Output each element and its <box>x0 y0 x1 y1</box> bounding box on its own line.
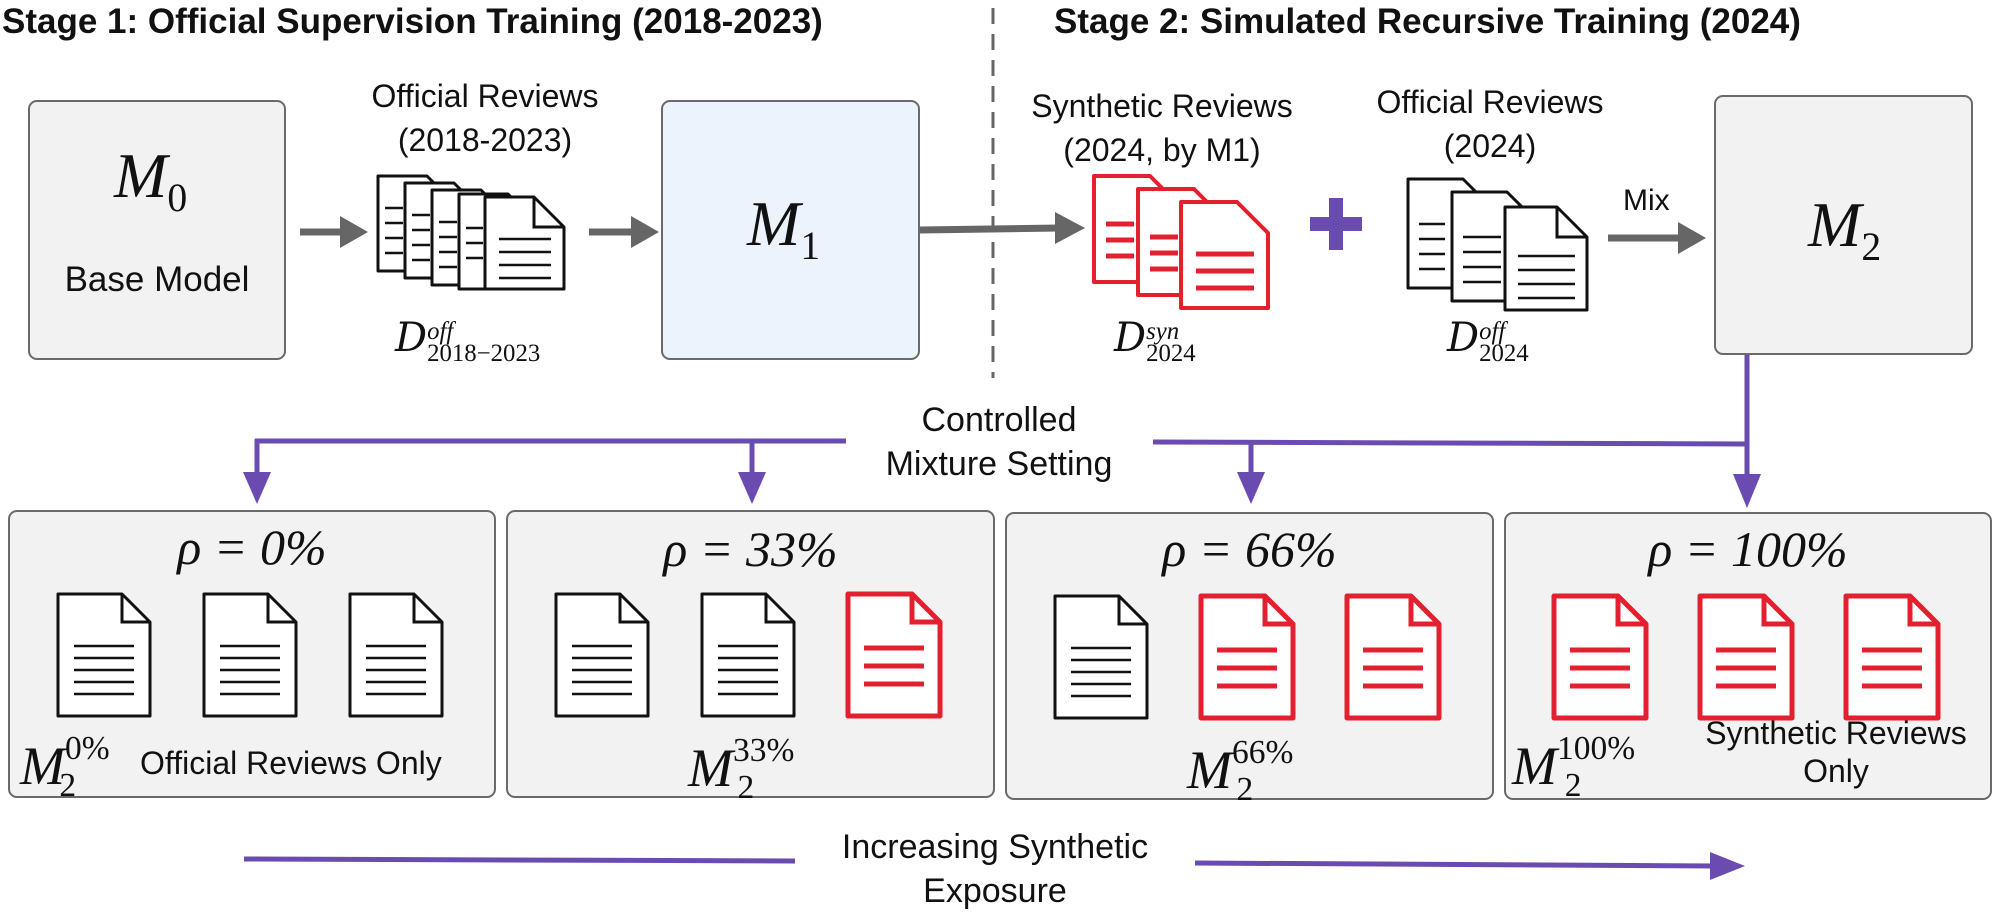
rho-label: ρ = 100% <box>1648 521 1848 577</box>
arrow-mix-to-m2-head <box>1678 222 1706 254</box>
m1-symbol: M1 <box>747 188 821 268</box>
panel-caption: Official Reviews Only <box>140 745 442 781</box>
base-model-label: Base Model <box>64 260 250 299</box>
synthetic-doc-icon <box>1198 593 1296 721</box>
official-2018-doc-stack <box>375 173 575 291</box>
m0-box: M0 Base Model <box>28 100 286 360</box>
model-label: M66%2 <box>1187 734 1294 808</box>
model-label: M0%2 <box>20 730 110 804</box>
official-2024-doc-icons <box>1406 177 1589 312</box>
stage2-title: Stage 2: Simulated Recursive Training (2… <box>1054 2 1801 41</box>
m1-box: M1 <box>661 100 920 360</box>
official-doc-icon <box>1053 594 1149 720</box>
rho-label: ρ = 66% <box>1162 521 1337 577</box>
exposure-arrowhead <box>1710 852 1745 880</box>
mix-label: Mix <box>1623 184 1670 217</box>
synthetic-doc-icon <box>1551 593 1649 721</box>
official-doc-icon <box>56 592 152 718</box>
m2-box: M2 <box>1714 95 1973 355</box>
synthetic-doc-icon <box>1843 593 1941 721</box>
arrow-m1-to-synthetic <box>919 224 1061 234</box>
official-doc-icon <box>348 592 444 718</box>
m2-symbol: M2 <box>1808 189 1882 269</box>
drop-arrowhead-66 <box>1237 472 1265 504</box>
official-doc-icon <box>554 592 650 718</box>
m0-symbol: M0 <box>114 140 188 220</box>
official-doc-icon <box>202 592 298 718</box>
synthetic-2024-label: Synthetic Reviews (2024, by M1) <box>1031 88 1293 168</box>
official-doc-icon <box>700 592 796 718</box>
panel-caption: Synthetic Reviews Only <box>1705 715 1967 790</box>
synthetic-2024-doc-icons <box>1092 174 1270 310</box>
model-label: M100%2 <box>1512 730 1636 804</box>
plus-icon-h <box>1310 217 1362 231</box>
synthetic-doc-icon <box>1697 593 1795 721</box>
official-2018-label: Official Reviews (2018-2023) <box>371 78 599 158</box>
model-label: M33%2 <box>688 732 795 806</box>
rho-label: ρ = 33% <box>663 521 838 577</box>
drop-arrowhead-0 <box>243 472 271 504</box>
arrow-official-to-m1-head <box>631 216 659 248</box>
official-2024-doc-stack <box>1405 176 1595 316</box>
synthetic-doc-icon <box>1344 593 1442 721</box>
official-2024-label: Official Reviews (2024) <box>1376 84 1604 164</box>
arrow-m1-to-synthetic-head <box>1055 212 1085 244</box>
exposure-label: Increasing Synthetic Exposure <box>841 828 1149 910</box>
exposure-line-right <box>1194 860 1716 869</box>
synthetic-doc-icon <box>845 591 943 719</box>
mixture-line-right <box>1152 439 1748 447</box>
stage1-title: Stage 1: Official Supervision Training (… <box>2 2 823 41</box>
drop-arrowhead-33 <box>738 472 766 504</box>
arrow-m0-to-official-head <box>340 216 368 248</box>
mixture-setting-label: Controlled Mixture Setting <box>885 401 1113 483</box>
exposure-line-left <box>243 856 796 864</box>
rho-label: ρ = 0% <box>177 519 327 575</box>
synthetic-2024-doc-stack <box>1090 172 1275 312</box>
m2-down-arrowhead <box>1733 474 1761 508</box>
official-2018-doc-icons <box>376 174 566 291</box>
